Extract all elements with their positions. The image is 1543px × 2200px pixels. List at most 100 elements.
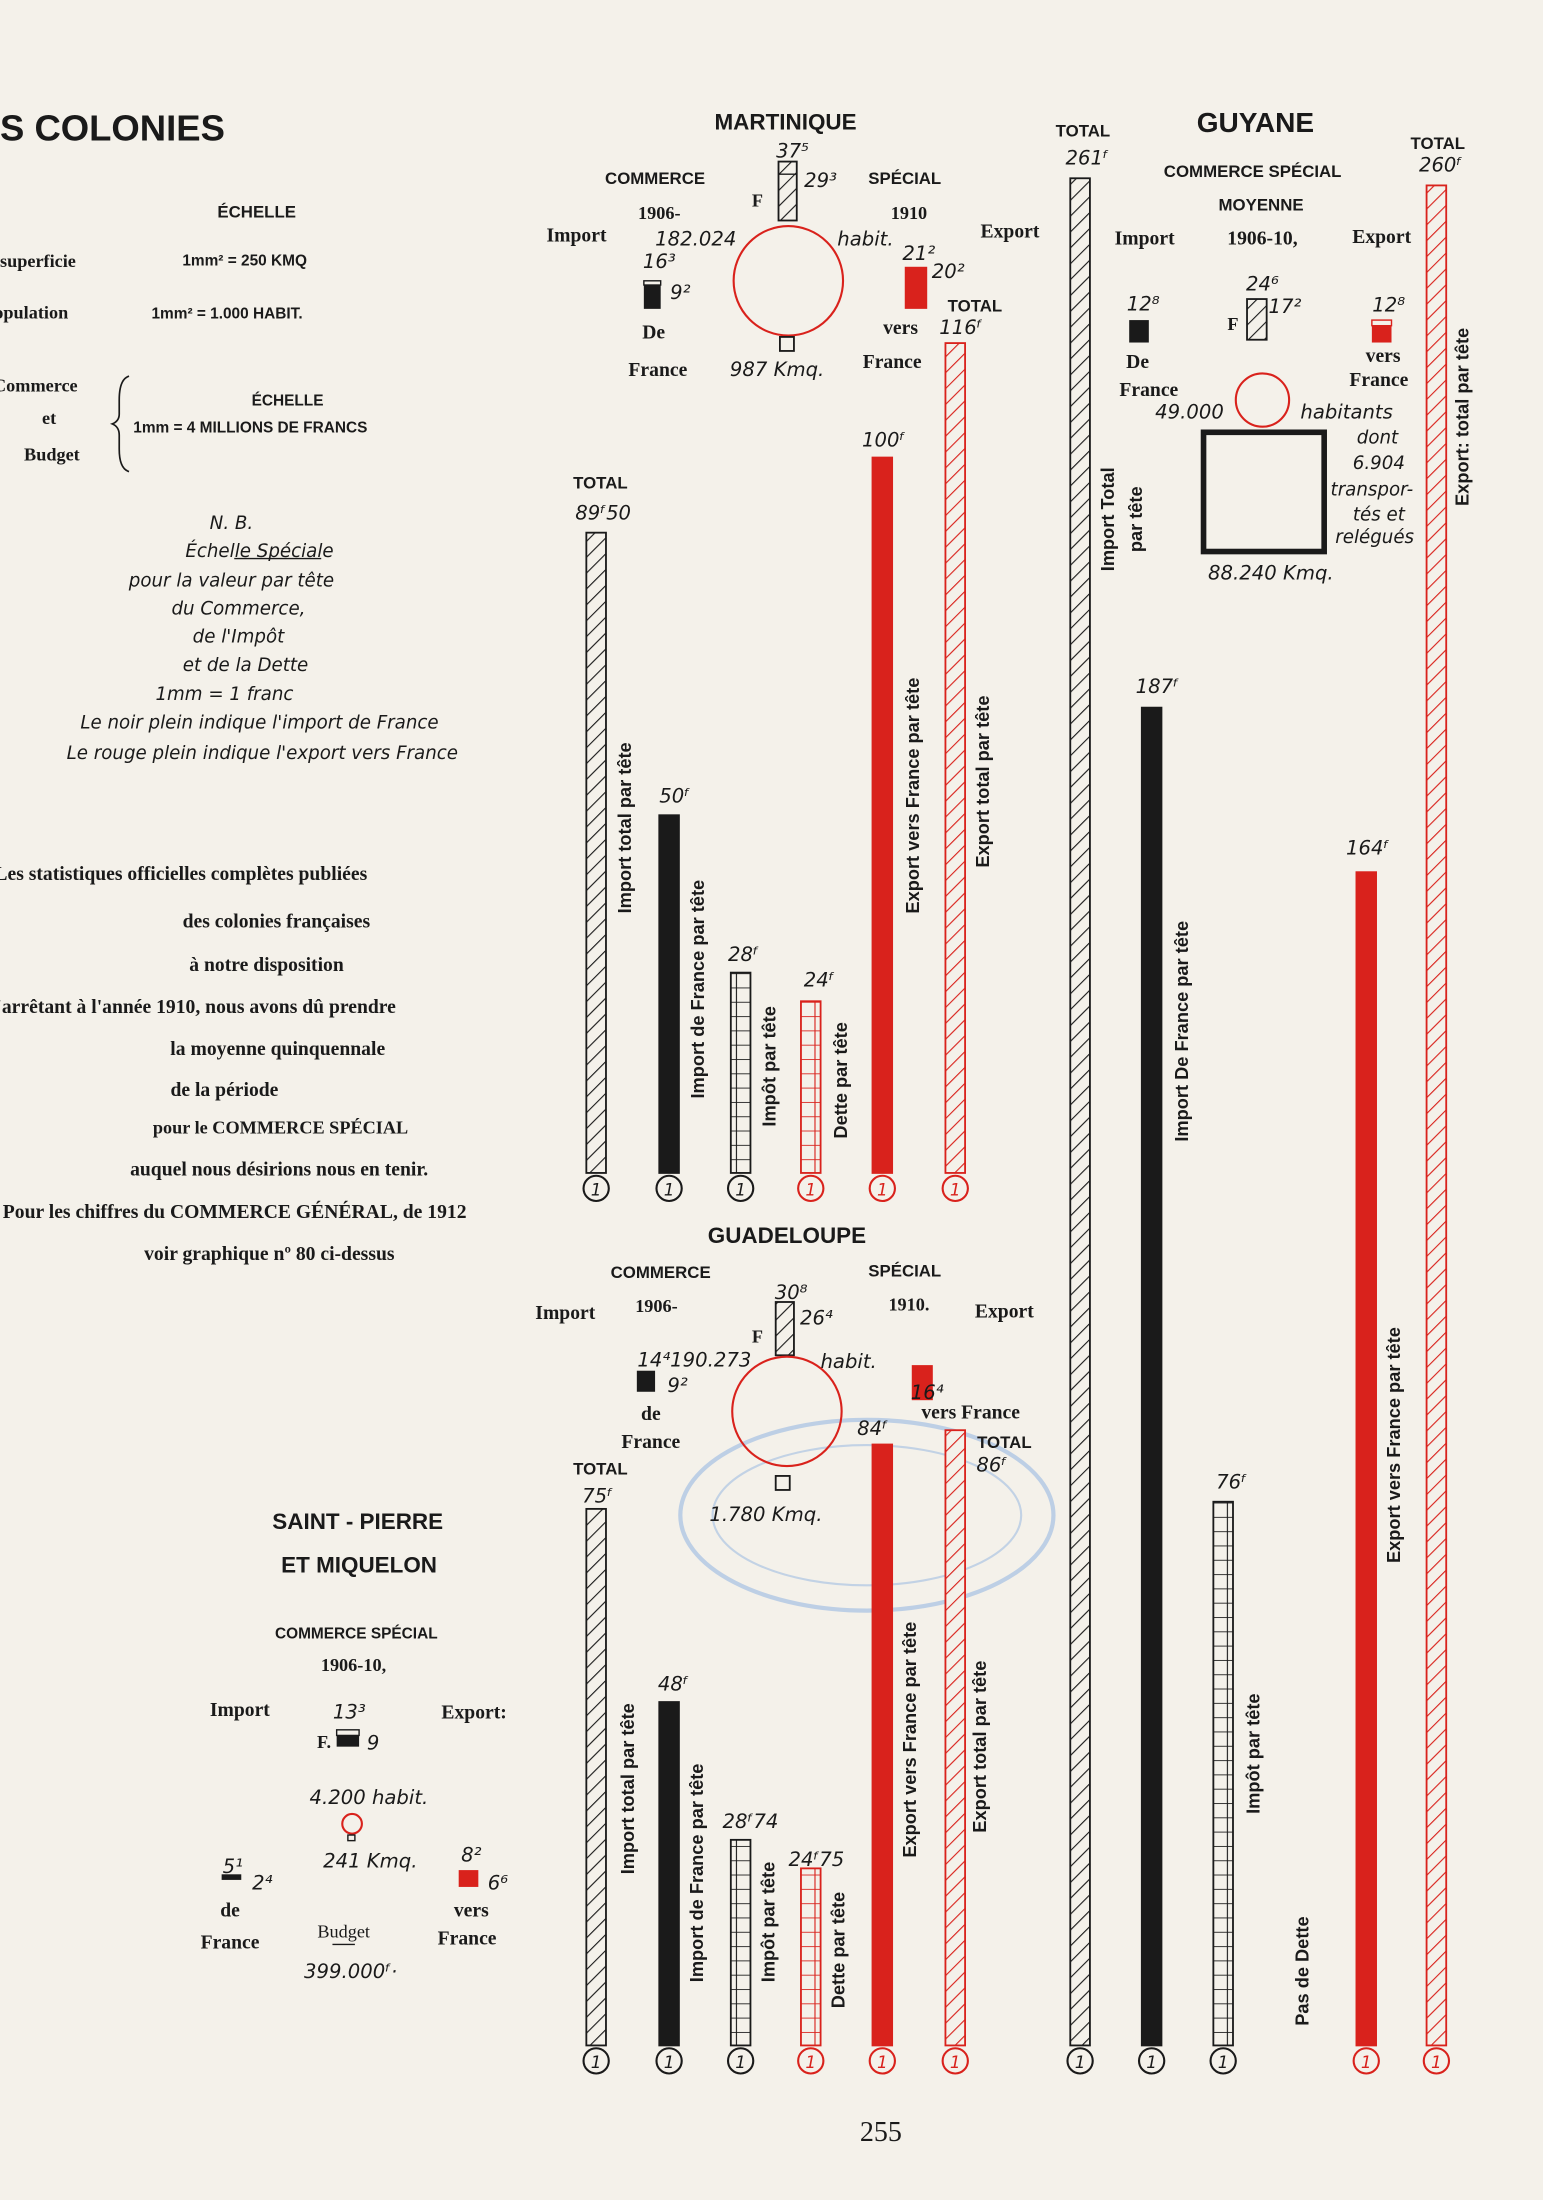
sup-label-label: superficie bbox=[0, 251, 76, 271]
bar-value-label: 24ᶠ75 bbox=[789, 1848, 845, 1871]
gd-f-label: F bbox=[752, 1327, 763, 1347]
library-stamp bbox=[678, 1417, 1056, 1613]
g-france2-label: France bbox=[1349, 370, 1408, 391]
bar-value-label: 187ᶠ bbox=[1136, 675, 1179, 698]
sp-f-part-label: 9 bbox=[367, 1731, 380, 1754]
export-box bbox=[458, 1870, 479, 1887]
g-imp-label: 12⁸ bbox=[1127, 292, 1160, 315]
m-total-exp-label: TOTAL bbox=[948, 297, 1003, 316]
m-commerce-label: COMMERCE bbox=[605, 169, 705, 188]
nb9-label: Le rouge plein indique l'export vers Fra… bbox=[67, 743, 458, 764]
guyane-diagram bbox=[1129, 298, 1393, 555]
marker-circle bbox=[726, 1174, 755, 1203]
bar-axis-label: Dette par tête bbox=[827, 1892, 848, 2008]
marker-circle bbox=[797, 1174, 825, 1203]
bar-axis-label: Export total par tête bbox=[969, 1661, 990, 1833]
bar-value-label: 76ᶠ bbox=[1216, 1471, 1247, 1494]
p3-label: à notre disposition bbox=[189, 955, 344, 976]
m-total-imp-label: TOTAL bbox=[573, 473, 628, 492]
title-label: S COLONIES bbox=[0, 108, 225, 149]
gd-f-part-label: 26⁴ bbox=[800, 1306, 833, 1329]
bar-axis-label: Import De France par tête bbox=[1171, 921, 1192, 1142]
p2-label: des colonies françaises bbox=[183, 911, 371, 932]
cb-et-label: et bbox=[42, 408, 56, 428]
import-box bbox=[1129, 320, 1149, 343]
population-circle bbox=[1234, 372, 1291, 428]
bar-axis-label: Export vers France par tête bbox=[902, 678, 923, 914]
m-f-label: F bbox=[752, 190, 763, 210]
guadeloupe-diagram bbox=[636, 1301, 933, 1491]
population-circle bbox=[341, 1812, 363, 1835]
g-num-label: 6.904 bbox=[1353, 453, 1405, 474]
bar-axis-label: Impôt par tête bbox=[757, 1862, 778, 1982]
marker-label: 1 bbox=[735, 1179, 746, 1199]
p5-label: la moyenne quinquennale bbox=[170, 1039, 385, 1060]
bar-axis-label: Dette par tête bbox=[830, 1022, 851, 1138]
marker-circle bbox=[1137, 2047, 1166, 2075]
g-f-total-label: 24⁶ bbox=[1246, 273, 1279, 296]
sup-scale-label: 1mm² = 250 KMQ bbox=[182, 252, 307, 269]
marker-label: 1 bbox=[1431, 2052, 1442, 2072]
bar-axis-label: Import de France par tête bbox=[687, 880, 708, 1099]
pop-label-label: Population bbox=[0, 303, 68, 323]
m-imp-fr-label: 9² bbox=[670, 281, 690, 304]
m-vers-label: vers bbox=[883, 318, 918, 339]
m-export-label: Export bbox=[981, 221, 1040, 242]
sp-exp-fr-label: 6⁶ bbox=[488, 1872, 508, 1895]
bar-axis-label: Export: total par tête bbox=[1452, 328, 1473, 506]
marker-label: 1 bbox=[591, 1179, 602, 1199]
gd-commerce-label: COMMERCE bbox=[611, 1263, 711, 1282]
bar-guadeloupe-5 bbox=[944, 1429, 966, 2047]
area-square bbox=[779, 336, 795, 352]
sp-export-label: Export: bbox=[441, 1703, 506, 1724]
bar-value-label: 48ᶠ bbox=[658, 1673, 689, 1696]
marker-circle bbox=[797, 2047, 825, 2075]
m-pop-label: 182.024 bbox=[655, 228, 736, 251]
gd-habit-label: habit. bbox=[820, 1350, 876, 1373]
nb7-label: 1mm = 1 franc bbox=[155, 684, 293, 705]
g-total1-label: TOTAL bbox=[1056, 121, 1111, 140]
bar-value-label: 260ᶠ bbox=[1419, 153, 1462, 176]
sp-imp-fr-label: 2⁴ bbox=[252, 1872, 272, 1895]
sp-pop-label: 4.200 habit. bbox=[310, 1786, 429, 1809]
bar-value-label: 24ᶠ bbox=[804, 968, 835, 991]
p6-label: de la période bbox=[170, 1080, 278, 1101]
g-total2-label: TOTAL bbox=[1411, 134, 1466, 153]
m-exp-total-label: 21² bbox=[902, 242, 935, 265]
sp-cs-label: COMMERCE SPÉCIAL bbox=[275, 1626, 438, 1643]
nb5-label: de l'Impôt bbox=[193, 627, 285, 648]
sp-name2-label: ET MIQUELON bbox=[281, 1553, 437, 1578]
marker-label: 1 bbox=[950, 2052, 961, 2072]
bar-guyane-0 bbox=[1069, 177, 1091, 2047]
brace bbox=[109, 375, 130, 473]
trade-total-bar bbox=[1246, 298, 1268, 341]
bar-value-label: 28ᶠ74 bbox=[723, 1810, 779, 1833]
sp-import-label: Import bbox=[210, 1700, 270, 1721]
sp-budget-label: Budget bbox=[317, 1921, 370, 1941]
bar-axis-label: Impôt par tête bbox=[759, 1006, 780, 1126]
marker-label: 1 bbox=[805, 1179, 816, 1199]
bar-axis-label: Import de France par tête bbox=[686, 1764, 707, 1983]
cb-commerce-label: Commerce bbox=[0, 376, 78, 396]
gd-france-label: France bbox=[621, 1432, 680, 1453]
marker-circle bbox=[1422, 2047, 1451, 2075]
bar-value-label: 261ᶠ bbox=[1065, 146, 1108, 169]
gd-pop-label: 14⁴190.273 bbox=[637, 1349, 751, 1372]
import-france-box bbox=[221, 1874, 242, 1880]
bar-guyane-4 bbox=[1425, 184, 1448, 2047]
g-rel-label: relégués bbox=[1335, 527, 1414, 548]
m-imp-total-label: 16³ bbox=[643, 250, 676, 273]
sp-exp-label: 8² bbox=[461, 1844, 481, 1867]
p4-label: s'arrêtant à l'année 1910, nous avons dû… bbox=[0, 997, 396, 1018]
marker-circle bbox=[582, 1174, 610, 1203]
page-number-label: 255 bbox=[860, 2117, 902, 2148]
m-de-label: De bbox=[642, 322, 665, 343]
g-area-label: 88.240 Kmq. bbox=[1208, 562, 1334, 585]
area-square bbox=[774, 1475, 791, 1491]
marker-circle bbox=[655, 2047, 683, 2075]
bar-value-label: 84ᶠ bbox=[857, 1417, 888, 1440]
bar-martinique-0 bbox=[585, 531, 607, 1174]
area-square bbox=[1200, 429, 1327, 555]
g-years-label: 1906-10, bbox=[1227, 228, 1297, 249]
